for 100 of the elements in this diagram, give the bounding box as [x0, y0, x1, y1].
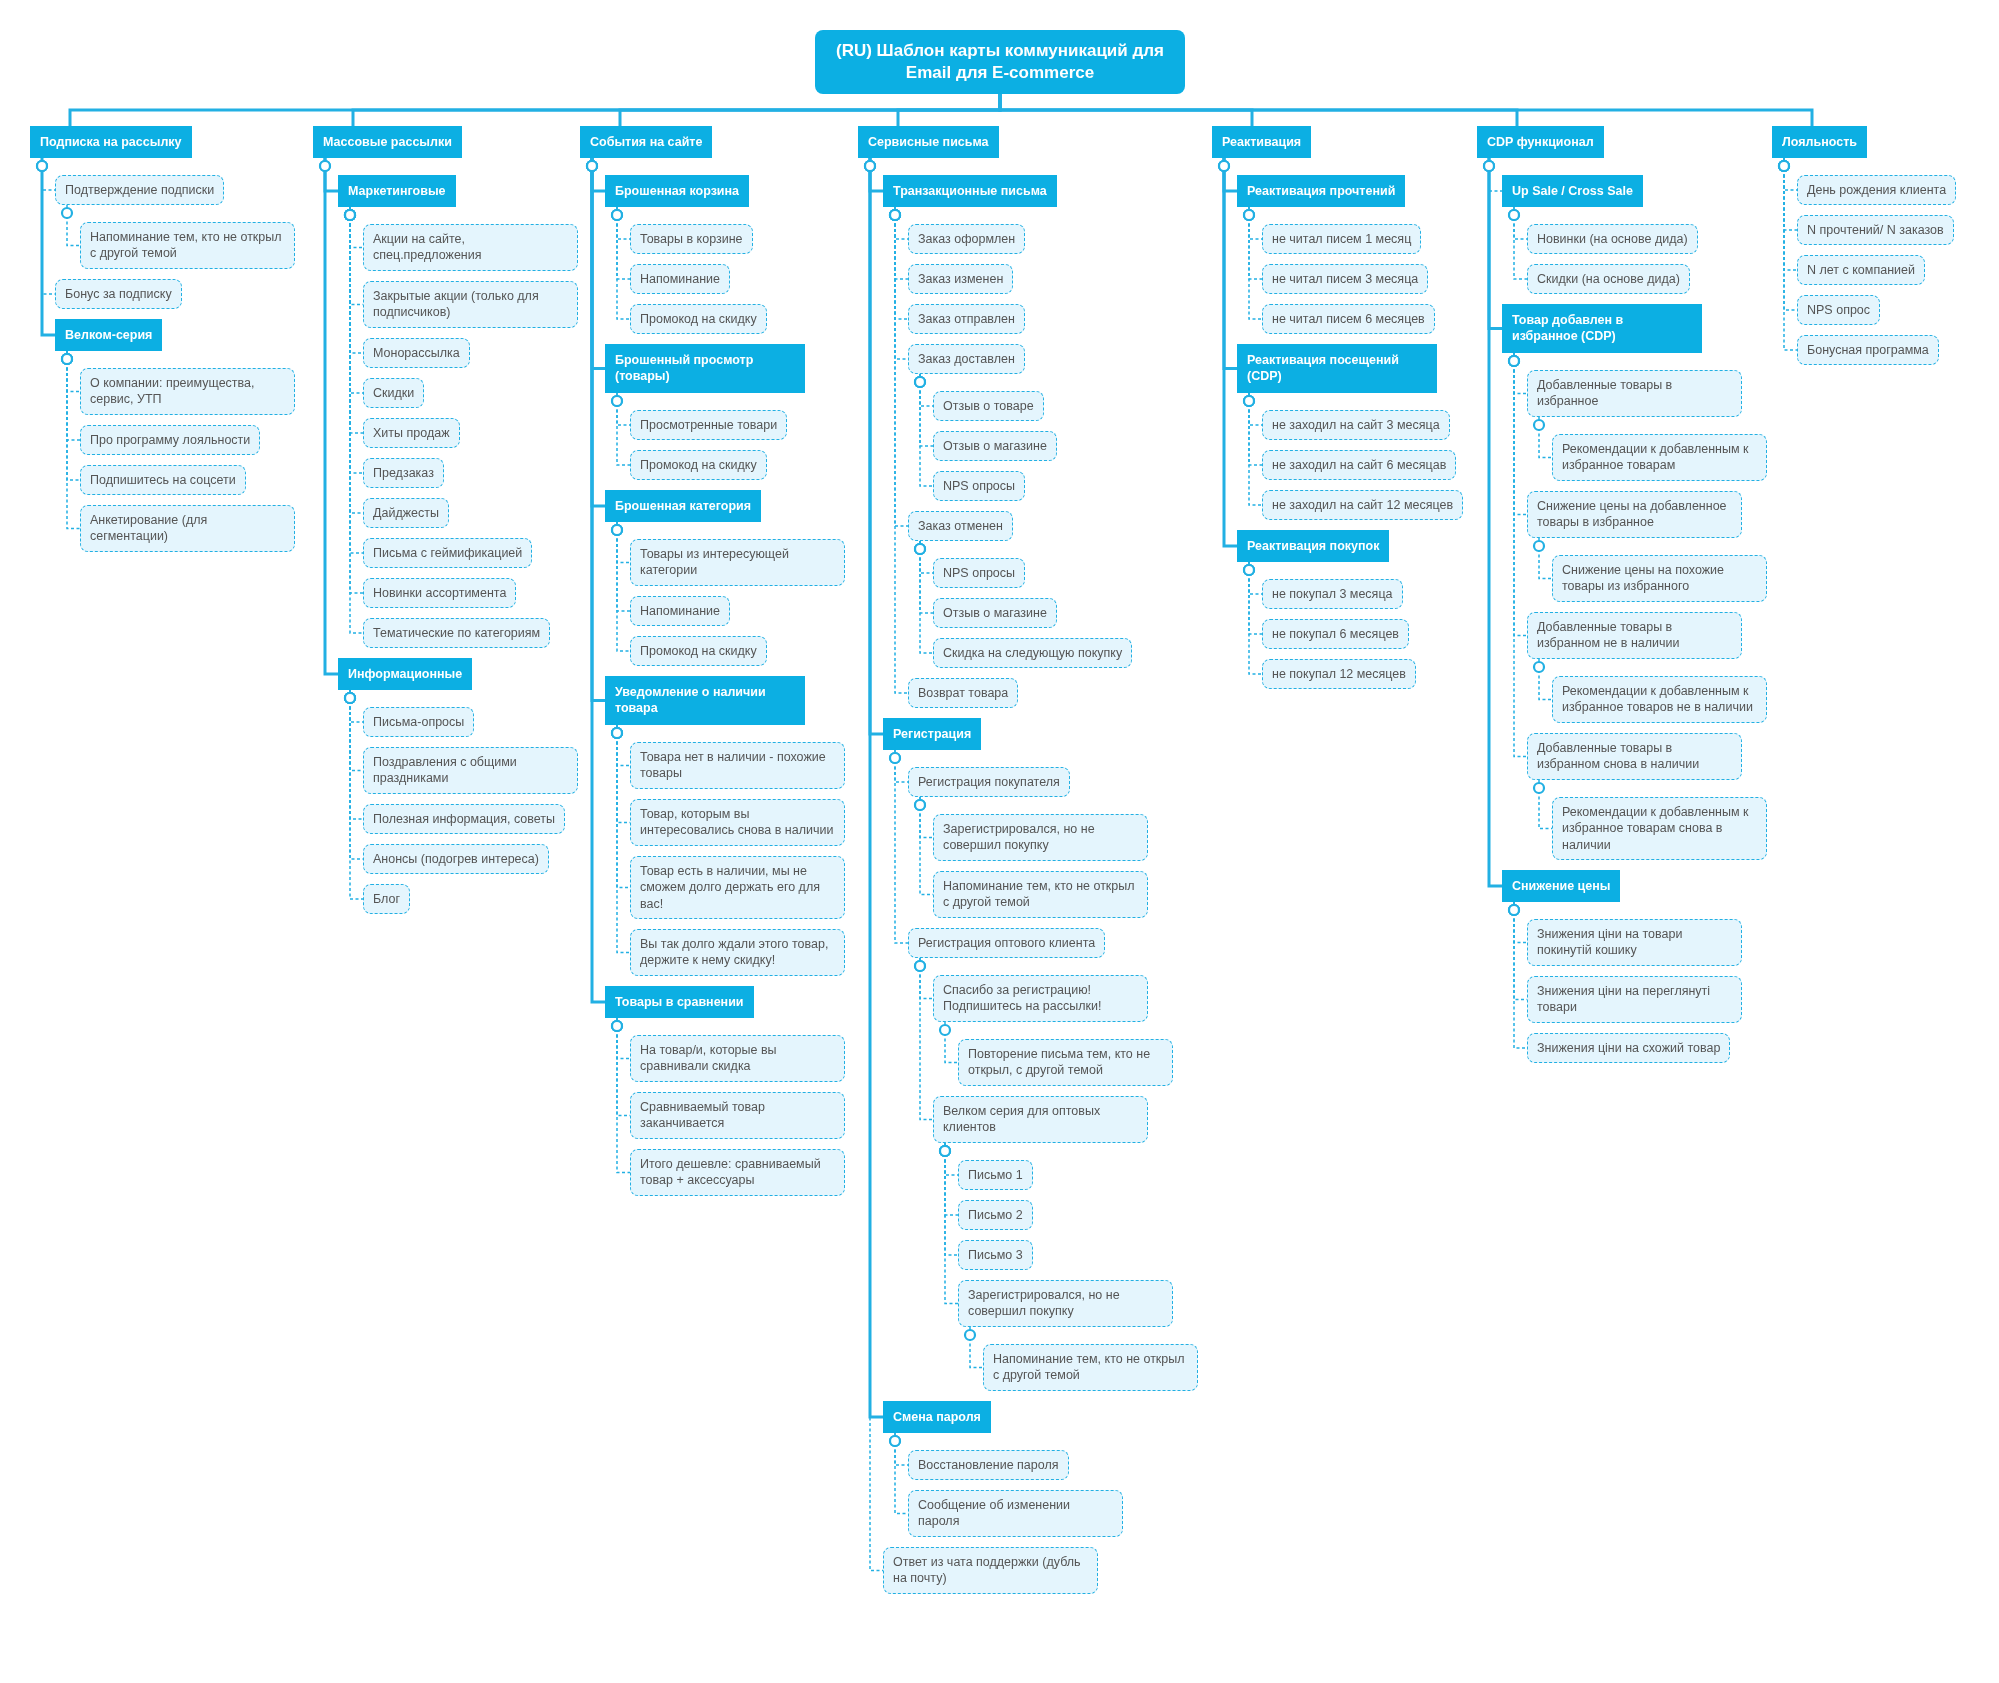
connector-line	[913, 957, 934, 1121]
category-header: Реактивация посещений (CDP)	[1237, 344, 1437, 393]
central-topic-box: (RU) Шаблон карты коммуникаций для Email для E-commerce	[815, 30, 1185, 95]
connector-line	[888, 749, 909, 944]
topic-box: Блог	[363, 884, 410, 915]
topic-box: Напоминание тем, кто не открыл с другой темой	[80, 222, 295, 269]
topic-box: Бонусная программа	[1797, 335, 1939, 366]
topic-box: Снижение цены на похожие товары из избранного	[1552, 555, 1767, 602]
connector-line	[888, 1432, 909, 1515]
connector-line	[610, 392, 631, 466]
topic-box: Сравниваемый товар заканчивается	[630, 1092, 845, 1139]
topic-box: Подтверждение подписки	[55, 175, 225, 206]
category-header: CDP функционал	[1477, 126, 1604, 159]
topic-box: Монорассылка	[363, 338, 470, 369]
category-header: Реактивация прочтений	[1237, 175, 1406, 208]
topic-box: Добавленные товары в избранном не в наличии	[1527, 612, 1742, 659]
topic-box: Рекомендации к добавленным к избранное товаров не в наличии	[1552, 676, 1767, 723]
topic-box: не покупал 12 месяцев	[1262, 659, 1416, 690]
topic-box: не читал писем 1 месяц	[1262, 224, 1422, 255]
connector-line	[1242, 392, 1263, 506]
topic-box: Закрытые акции (только для подписчиков)	[363, 281, 578, 328]
topic-box: Товар, которым вы интересовались снова в наличии	[630, 799, 845, 846]
topic-box: не заходил на сайт 12 месяцев	[1262, 490, 1464, 521]
topic-box: Промокод на скидку	[630, 636, 767, 667]
connector-line	[60, 204, 81, 247]
topic-box: День рождения клиента	[1797, 175, 1957, 206]
topic-box: Полезная информация, советы	[363, 804, 566, 835]
topic-box: Зарегистрировался, но не совершил покупку	[958, 1280, 1173, 1327]
category-header: Товар добавлен в избранное (CDP)	[1502, 304, 1702, 353]
connector-line	[938, 1142, 959, 1305]
topic-box: Товар есть в наличии, мы не сможем долго держать его для вас!	[630, 856, 845, 919]
topic-box: Письмо 3	[958, 1240, 1033, 1271]
category-header: События на сайте	[580, 126, 713, 159]
category-header: Смена пароля	[883, 1401, 991, 1434]
topic-box: Рекомендации к добавленным к избранное товарам	[1552, 434, 1767, 481]
topic-box: Товары из интересующей категории	[630, 539, 845, 586]
topic-box: Велком серия для оптовых клиентов	[933, 1096, 1148, 1143]
topic-box: Зарегистрировался, но не совершил покупку	[933, 814, 1148, 861]
topic-box: Повторение письма тем, кто не открыл, с другой темой	[958, 1039, 1173, 1086]
connector-line	[1217, 158, 1237, 548]
category-header: Реактивация покупок	[1237, 530, 1390, 563]
topic-box: Хиты продаж	[363, 418, 460, 449]
topic-box: Снижение цены на добавленное товары в избранное	[1527, 491, 1742, 538]
connector-line	[1507, 901, 1528, 1049]
connector-line	[35, 158, 55, 337]
topic-box: NPS опросы	[933, 471, 1026, 502]
topic-box: Промокод на скидку	[630, 450, 767, 481]
connector-line	[1242, 206, 1263, 320]
category-header: Up Sale / Cross Sale	[1502, 175, 1643, 208]
topic-box: не читал писем 3 месяца	[1262, 264, 1429, 295]
topic-box: Рекомендации к добавленным к избранное товарам снова в наличии	[1552, 797, 1767, 860]
topic-box: Итого дешевле: сравниваемый товар + аксессуары	[630, 1149, 845, 1196]
topic-box: На товар/и, которые вы сравнивали скидка	[630, 1035, 845, 1082]
category-header: Подписка на рассылку	[30, 126, 192, 159]
topic-box: Письма-опросы	[363, 707, 475, 738]
category-header: Сервисные письма	[858, 126, 999, 159]
category-header: Снижение цены	[1502, 870, 1621, 903]
topic-box: Заказ отправлен	[908, 304, 1025, 335]
topic-box: NPS опрос	[1797, 295, 1881, 326]
topic-box: Заказ изменен	[908, 264, 1014, 295]
connector-line	[1532, 416, 1553, 459]
topic-box: Письмо 1	[958, 1160, 1033, 1191]
category-header: Лояльность	[1772, 126, 1867, 159]
connector-line	[963, 1326, 984, 1369]
topic-box: Дайджесты	[363, 498, 449, 529]
connector-line	[610, 206, 631, 320]
topic-box: не покупал 6 месяцев	[1262, 619, 1409, 650]
topic-box: Ответ из чата поддержки (дубль на почту)	[883, 1547, 1098, 1594]
topic-box: не заходил на сайт 3 месяца	[1262, 410, 1450, 441]
topic-box: Про программу лояльности	[80, 425, 261, 456]
topic-box: Заказ оформлен	[908, 224, 1026, 255]
topic-box: Скидки	[363, 378, 425, 409]
connector-line	[1507, 352, 1528, 758]
topic-box: Напоминание	[630, 596, 730, 627]
topic-box: не читал писем 6 месяцев	[1262, 304, 1435, 335]
category-header: Массовые рассылки	[313, 126, 462, 159]
topic-box: N прочтений/ N заказов	[1797, 215, 1954, 246]
connector-line	[610, 521, 631, 652]
topic-box: Сообщение об изменении пароля	[908, 1490, 1123, 1537]
topic-box: Напоминание тем, кто не открыл с другой темой	[933, 871, 1148, 918]
connector-line	[343, 689, 364, 900]
topic-box: Спасибо за регистрацию! Подпишитесь на рассылки!	[933, 975, 1148, 1022]
topic-box: Промокод на скидку	[630, 304, 767, 335]
topic-box: Письмо 2	[958, 1200, 1033, 1231]
topic-box: Товары в корзине	[630, 224, 753, 255]
topic-box: О компании: преимущества, сервис, УТП	[80, 368, 295, 415]
topic-box: Отзыв о магазине	[933, 431, 1057, 462]
topic-box: Акции на сайте, спец.предложения	[363, 224, 578, 271]
category-header: Брошенный просмотр (товары)	[605, 344, 805, 393]
connector-line	[1507, 206, 1528, 280]
topic-box: Знижения ціни на схожий товар	[1527, 1033, 1731, 1064]
topic-box: Товара нет в наличии - похожие товары	[630, 742, 845, 789]
topic-box: Поздравления с общими праздниками	[363, 747, 578, 794]
category-header: Брошенная категория	[605, 490, 762, 523]
topic-box: Регистрация покупателя	[908, 767, 1070, 798]
connector-line	[1777, 157, 1798, 351]
topic-box: Анонсы (подогрев интереса)	[363, 844, 549, 875]
topic-box: Добавленные товары в избранное	[1527, 370, 1742, 417]
topic-box: NPS опросы	[933, 558, 1026, 589]
connector-line	[938, 1021, 959, 1064]
